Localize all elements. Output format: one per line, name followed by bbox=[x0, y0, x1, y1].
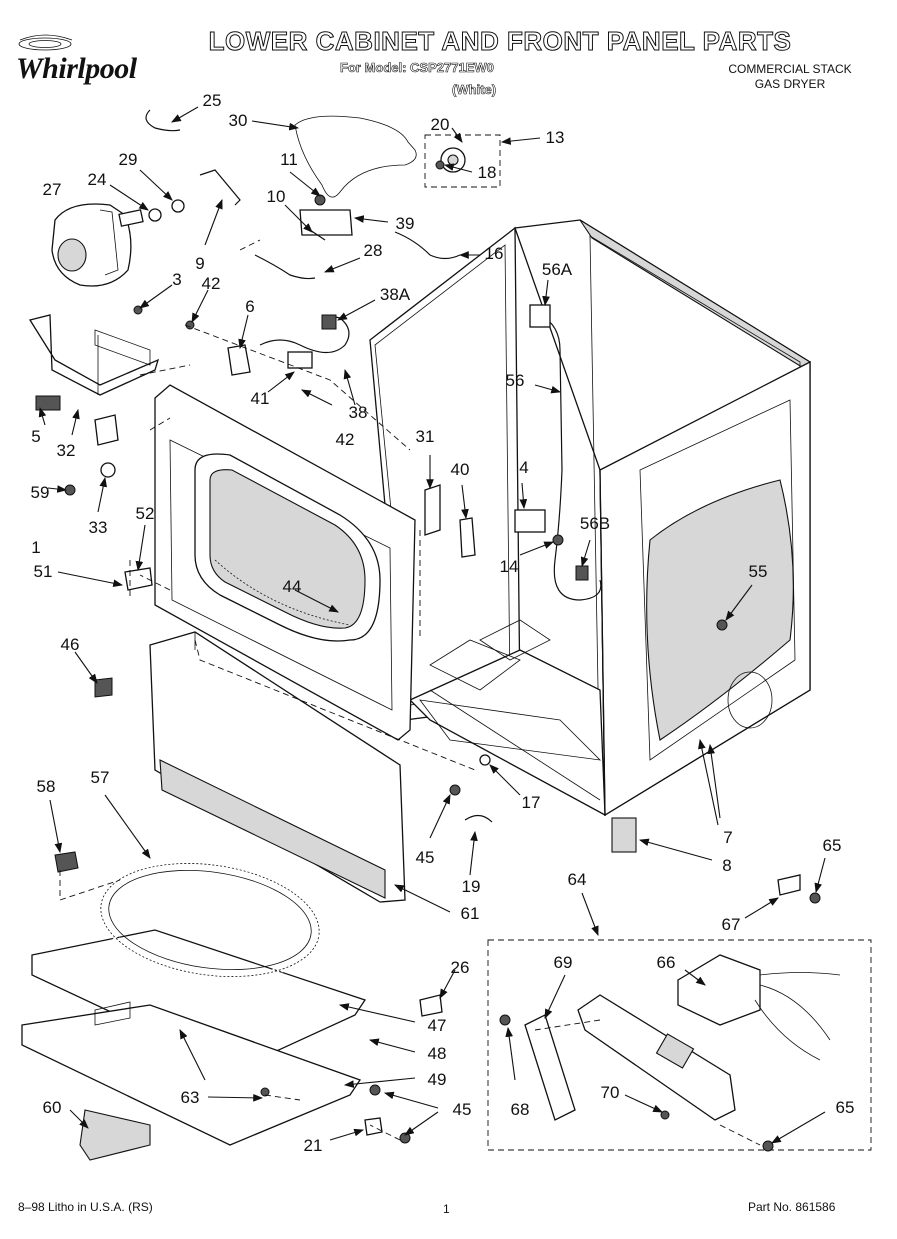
callout-18: 18 bbox=[477, 163, 497, 182]
product-description: COMMERCIAL STACK GAS DRYER bbox=[700, 62, 880, 92]
callout-33: 33 bbox=[88, 518, 108, 537]
brand-name: Whirlpool bbox=[16, 52, 137, 85]
connector-56b bbox=[575, 565, 589, 581]
wire-28 bbox=[254, 254, 316, 280]
callout-59: 59 bbox=[30, 483, 50, 502]
callout-47: 47 bbox=[427, 1016, 447, 1035]
callout-52: 52 bbox=[135, 504, 155, 523]
product-line-1: COMMERCIAL STACK bbox=[728, 62, 852, 76]
print-info: 8–98 Litho in U.S.A. (RS) bbox=[18, 1200, 153, 1214]
gas-valve-group-box bbox=[487, 939, 872, 1151]
callout-17: 17 bbox=[521, 793, 541, 812]
callout-9: 9 bbox=[195, 254, 205, 273]
callout-39: 39 bbox=[395, 214, 415, 233]
callout-4: 4 bbox=[519, 458, 529, 477]
callout-65b: 65 bbox=[835, 1098, 855, 1117]
callout-31: 31 bbox=[415, 427, 435, 446]
callout-29: 29 bbox=[118, 150, 138, 169]
connector-56a bbox=[529, 304, 551, 328]
callout-61: 61 bbox=[460, 904, 480, 923]
callout-49: 49 bbox=[427, 1070, 447, 1089]
callout-19: 19 bbox=[461, 877, 481, 896]
callout-40: 40 bbox=[450, 460, 470, 479]
callout-38: 38 bbox=[348, 403, 368, 422]
callout-56a: 56A bbox=[541, 260, 573, 279]
wire-16 bbox=[394, 231, 461, 260]
switch-41 bbox=[287, 351, 313, 369]
callout-21: 21 bbox=[303, 1136, 323, 1155]
callout-42b: 42 bbox=[335, 430, 355, 449]
callout-56b: 56B bbox=[579, 514, 611, 533]
callout-13: 13 bbox=[545, 128, 565, 147]
callout-58: 58 bbox=[36, 777, 56, 796]
callout-5: 5 bbox=[31, 427, 41, 446]
callout-46: 46 bbox=[60, 635, 80, 654]
callout-leaders bbox=[38, 106, 826, 1144]
callout-70: 70 bbox=[600, 1083, 620, 1102]
callout-64: 64 bbox=[567, 870, 587, 889]
callout-68: 68 bbox=[510, 1100, 530, 1119]
callout-67: 67 bbox=[721, 915, 741, 934]
callout-38a: 38A bbox=[379, 285, 411, 304]
callout-41: 41 bbox=[250, 389, 270, 408]
callout-60: 60 bbox=[42, 1098, 62, 1117]
page-title: LOWER CABINET AND FRONT PANEL PARTS bbox=[208, 26, 792, 57]
brand-logo: Whirlpool bbox=[12, 30, 182, 100]
callout-44: 44 bbox=[282, 577, 302, 596]
front-frame bbox=[154, 384, 416, 741]
callout-69: 69 bbox=[553, 953, 573, 972]
model-line: For Model: CSP2771EW0 bbox=[340, 60, 494, 76]
callout-51: 51 bbox=[33, 562, 53, 581]
group-box-13 bbox=[424, 134, 501, 188]
callout-65a: 65 bbox=[822, 836, 842, 855]
callout-66: 66 bbox=[656, 953, 676, 972]
callout-11: 11 bbox=[280, 150, 298, 169]
callout-14: 14 bbox=[499, 557, 519, 576]
callout-48: 48 bbox=[427, 1044, 447, 1063]
callout-8: 8 bbox=[722, 856, 732, 875]
lower-front-panel bbox=[149, 631, 406, 903]
callout-26: 26 bbox=[450, 958, 470, 977]
part-4 bbox=[514, 509, 546, 533]
callout-20: 20 bbox=[430, 115, 450, 134]
callout-24: 24 bbox=[87, 170, 107, 189]
callout-55: 55 bbox=[748, 562, 768, 581]
motor-bracket bbox=[28, 314, 160, 411]
color-note: (White) bbox=[452, 82, 497, 98]
connector-38a bbox=[321, 314, 337, 330]
callout-3: 3 bbox=[172, 270, 182, 289]
callout-28: 28 bbox=[363, 241, 383, 260]
callout-16: 16 bbox=[484, 244, 504, 263]
callout-30: 30 bbox=[228, 111, 248, 130]
wire-56 bbox=[539, 314, 602, 601]
drive-belt bbox=[294, 115, 417, 198]
callout-6: 6 bbox=[245, 297, 255, 316]
callout-45b: 45 bbox=[452, 1100, 472, 1119]
callout-63: 63 bbox=[180, 1088, 200, 1107]
assembly-guide-lines bbox=[59, 239, 761, 1146]
callout-10: 10 bbox=[266, 187, 286, 206]
base-plates bbox=[21, 929, 367, 1161]
door-seal-ring bbox=[97, 860, 323, 980]
callout-1: 1 bbox=[31, 538, 41, 557]
drive-motor bbox=[51, 203, 144, 287]
wire-25 bbox=[145, 109, 181, 132]
callout-45a: 45 bbox=[415, 848, 435, 867]
callout-25: 25 bbox=[202, 91, 222, 110]
callout-7: 7 bbox=[723, 828, 733, 847]
callout-56: 56 bbox=[505, 371, 525, 390]
callout-42a: 42 bbox=[201, 274, 221, 293]
part-number: Part No. 861586 bbox=[748, 1200, 836, 1214]
page-number: 1 bbox=[443, 1202, 450, 1216]
gas-valve-assembly bbox=[499, 954, 841, 1152]
product-line-2: GAS DRYER bbox=[754, 77, 826, 91]
whirlpool-swirl-logo-icon bbox=[18, 34, 73, 51]
callout-27: 27 bbox=[42, 180, 62, 199]
callout-32: 32 bbox=[56, 441, 76, 460]
callout-57: 57 bbox=[90, 768, 110, 787]
